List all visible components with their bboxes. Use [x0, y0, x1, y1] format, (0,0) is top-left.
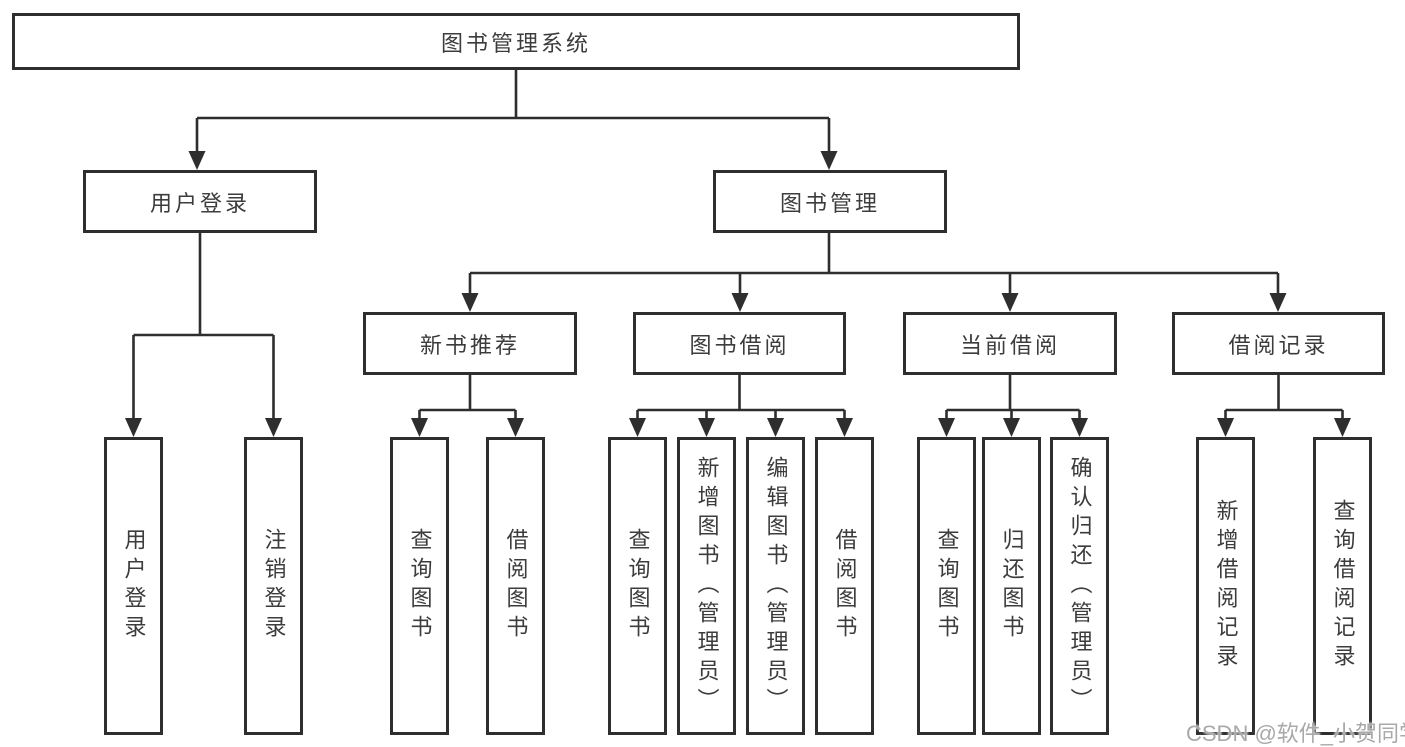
- arrow-down-icon: [1217, 418, 1234, 437]
- arrow-down-icon: [731, 293, 749, 312]
- node-label: 注销登录: [261, 528, 287, 644]
- node-label: 新增图书（管理员）: [694, 455, 720, 717]
- node-label: 查询图书: [934, 528, 960, 644]
- node-label: 用户登录: [121, 528, 147, 644]
- arrow-down-icon: [125, 418, 142, 437]
- connector-book-mgmt-to-level3: [468, 233, 1280, 297]
- arrow-down-icon: [1001, 293, 1019, 312]
- node-book-borrowing: 图书借阅: [633, 312, 846, 375]
- connector-new-book-to-leaves: [418, 375, 517, 422]
- arrow-down-icon: [411, 418, 428, 437]
- node-book-management: 图书管理: [713, 170, 947, 233]
- leaf-query-borrow-record: 查询借阅记录: [1313, 437, 1372, 735]
- arrow-down-icon: [1334, 418, 1351, 437]
- node-user-login: 用户登录: [83, 170, 317, 233]
- node-label: 图书管理系统: [440, 30, 591, 56]
- leaf-borrowing-query-books: 查询图书: [608, 437, 667, 735]
- leaf-edit-books-admin: 编辑图书（管理员）: [746, 437, 805, 735]
- node-borrowing-records: 借阅记录: [1172, 312, 1385, 375]
- leaf-add-borrow-record: 新增借阅记录: [1196, 437, 1255, 735]
- arrow-down-icon: [1003, 418, 1020, 437]
- node-label: 确认归还（管理员）: [1067, 455, 1093, 717]
- arrow-down-icon: [265, 418, 282, 437]
- leaf-user-login: 用户登录: [104, 437, 163, 735]
- arrow-down-icon: [698, 418, 715, 437]
- node-new-book-recommendation: 新书推荐: [363, 312, 577, 375]
- connector-borrow-records-to-leaves: [1224, 375, 1344, 422]
- connector-book-borrow-to-leaves: [636, 375, 846, 422]
- node-label: 新书推荐: [419, 332, 520, 358]
- leaf-new-book-borrow-books: 借阅图书: [486, 437, 545, 735]
- leaf-borrowing-borrow-books: 借阅图书: [815, 437, 874, 735]
- node-label: 编辑图书（管理员）: [763, 455, 789, 717]
- arrow-down-icon: [836, 418, 853, 437]
- node-label: 图书借阅: [689, 332, 790, 358]
- arrow-down-icon: [1071, 418, 1088, 437]
- node-label: 新增借阅记录: [1213, 499, 1239, 673]
- arrow-down-icon: [820, 151, 838, 170]
- arrow-down-icon: [629, 418, 646, 437]
- arrow-down-icon: [1269, 293, 1287, 312]
- node-label: 查询借阅记录: [1330, 499, 1356, 673]
- node-library-management-system: 图书管理系统: [12, 13, 1020, 70]
- arrow-down-icon: [507, 418, 524, 437]
- leaf-return-books: 归还图书: [982, 437, 1041, 735]
- arrow-down-icon: [767, 418, 784, 437]
- node-label: 当前借阅: [959, 332, 1060, 358]
- connector-current-borrow-to-leaves: [945, 375, 1081, 422]
- connector-paths: [132, 70, 1344, 422]
- arrow-down-icon: [461, 293, 479, 312]
- arrowhead-icons: [125, 151, 1351, 437]
- leaf-add-books-admin: 新增图书（管理员）: [677, 437, 736, 735]
- node-label: 图书管理: [779, 190, 880, 216]
- node-label: 查询图书: [407, 528, 433, 644]
- leaf-confirm-return-admin: 确认归还（管理员）: [1050, 437, 1109, 735]
- connector-root-to-level2: [195, 70, 831, 155]
- leaf-current-query-books: 查询图书: [917, 437, 976, 735]
- arrow-down-icon: [188, 151, 206, 170]
- connector-user-login-to-leaves: [132, 233, 275, 422]
- node-label: 借阅记录: [1228, 332, 1329, 358]
- leaf-logout: 注销登录: [244, 437, 303, 735]
- node-label: 借阅图书: [503, 528, 529, 644]
- node-current-borrowing: 当前借阅: [903, 312, 1117, 375]
- arrow-down-icon: [938, 418, 955, 437]
- node-label: 查询图书: [625, 528, 651, 644]
- node-label: 用户登录: [149, 190, 250, 216]
- csdn-watermark: CSDN @软件_小贺同学: [1186, 721, 1405, 746]
- node-label: 借阅图书: [832, 528, 858, 644]
- leaf-new-book-query-books: 查询图书: [390, 437, 449, 735]
- node-label: 归还图书: [999, 528, 1025, 644]
